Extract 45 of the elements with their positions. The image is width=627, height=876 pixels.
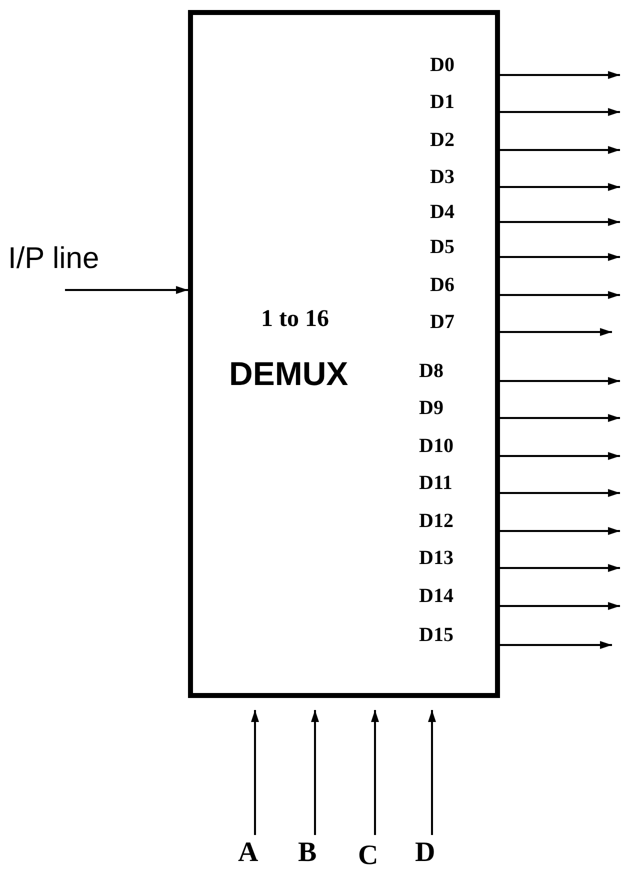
arrow xyxy=(500,452,620,460)
output-pin-label: D5 xyxy=(430,237,454,257)
output-pin-label: D3 xyxy=(430,167,454,187)
select-line-label: B xyxy=(298,839,317,867)
output-pin-label: D10 xyxy=(419,436,454,456)
select-line-label: A xyxy=(238,839,258,867)
arrow xyxy=(500,71,620,79)
arrow xyxy=(500,641,612,649)
arrow xyxy=(65,286,188,294)
block-subtitle: 1 to 16 xyxy=(261,307,329,331)
arrow xyxy=(500,414,620,422)
output-pin-label: D2 xyxy=(430,130,454,150)
output-pin-label: D4 xyxy=(430,202,454,222)
input-label: I/P line xyxy=(8,244,100,274)
block-title: DEMUX xyxy=(229,357,348,390)
arrow xyxy=(500,253,620,261)
arrow xyxy=(500,218,620,226)
output-pin-label: D12 xyxy=(419,511,454,531)
output-pin-label: D15 xyxy=(419,625,454,645)
arrow xyxy=(500,602,620,610)
select-line-label: C xyxy=(358,842,378,870)
arrow xyxy=(371,710,379,835)
arrow xyxy=(500,527,620,535)
arrow xyxy=(500,146,620,154)
arrow xyxy=(500,489,620,497)
select-line-label: D xyxy=(415,839,436,867)
output-pin-label: D7 xyxy=(430,312,454,332)
arrow xyxy=(500,377,620,385)
arrow xyxy=(500,564,620,572)
arrow xyxy=(500,291,620,299)
output-pin-label: D8 xyxy=(419,361,444,381)
arrow xyxy=(311,710,319,835)
output-pin-label: D6 xyxy=(430,275,454,295)
output-pin-label: D14 xyxy=(419,586,454,606)
arrow xyxy=(500,108,620,116)
output-pin-label: D1 xyxy=(430,92,454,112)
output-pin-label: D0 xyxy=(430,55,454,75)
arrow xyxy=(428,710,436,835)
arrow xyxy=(500,328,612,336)
arrow xyxy=(500,183,620,191)
demux-block xyxy=(188,10,500,698)
output-pin-label: D13 xyxy=(419,548,454,568)
arrow xyxy=(251,710,259,835)
output-pin-label: D11 xyxy=(419,473,452,493)
output-pin-label: D9 xyxy=(419,398,444,418)
